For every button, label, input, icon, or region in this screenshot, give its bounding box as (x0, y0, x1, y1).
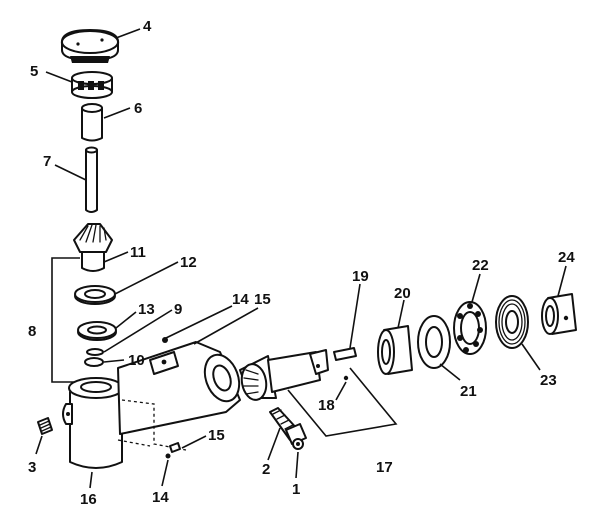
part-o-ring-10 (84, 357, 104, 367)
callout-labels: 4 5 6 7 11 12 13 9 8 10 14 15 15 14 3 16… (28, 18, 575, 508)
callout-18: 18 (318, 397, 335, 414)
part-bushing-24 (541, 293, 577, 335)
part-screw-15-bottom (165, 442, 181, 459)
callout-9: 9 (174, 301, 182, 318)
callout-12: 12 (180, 254, 197, 271)
part-threaded-nut-23 (495, 295, 529, 349)
callout-4: 4 (143, 18, 152, 35)
part-bearing-12 (74, 285, 116, 305)
part-ball-bearing-22 (453, 301, 487, 355)
part-key (333, 347, 357, 381)
callout-6: 6 (134, 100, 142, 117)
callout-3: 3 (28, 459, 36, 476)
part-ring-21 (417, 315, 451, 369)
part-o-ring-9 (86, 348, 104, 356)
part-bevel-gear-top (73, 223, 113, 272)
callout-15-bottom: 15 (208, 427, 225, 444)
part-bearing-top (71, 71, 113, 99)
callout-23: 23 (540, 372, 557, 389)
callout-16: 16 (80, 491, 97, 508)
callout-8: 8 (28, 323, 36, 340)
part-cap (60, 29, 120, 63)
part-pin (292, 438, 304, 450)
callout-2: 2 (262, 461, 270, 478)
callout-20: 20 (394, 285, 411, 302)
part-shaft (85, 146, 98, 213)
callout-17: 17 (376, 459, 393, 476)
callout-13: 13 (138, 301, 155, 318)
part-sleeve (81, 103, 103, 142)
callout-1: 1 (292, 481, 300, 498)
callout-21: 21 (460, 383, 477, 400)
callout-15-top: 15 (254, 291, 271, 308)
callout-24: 24 (558, 249, 575, 266)
callout-7: 7 (43, 153, 51, 170)
part-gear-shaft (239, 349, 329, 401)
part-sleeve-bearing-20 (377, 325, 413, 375)
part-housing (62, 341, 241, 469)
callout-11: 11 (130, 244, 146, 261)
leader-lines (35, 28, 567, 489)
callout-10: 10 (128, 352, 145, 369)
callout-19: 19 (352, 268, 369, 285)
callout-14-top: 14 (232, 291, 249, 308)
callout-5: 5 (30, 63, 38, 80)
part-spindle (269, 407, 307, 445)
callout-22: 22 (472, 257, 489, 274)
callout-14-bottom: 14 (152, 489, 169, 506)
part-set-screw (37, 417, 53, 435)
part-seal-13 (77, 321, 117, 341)
